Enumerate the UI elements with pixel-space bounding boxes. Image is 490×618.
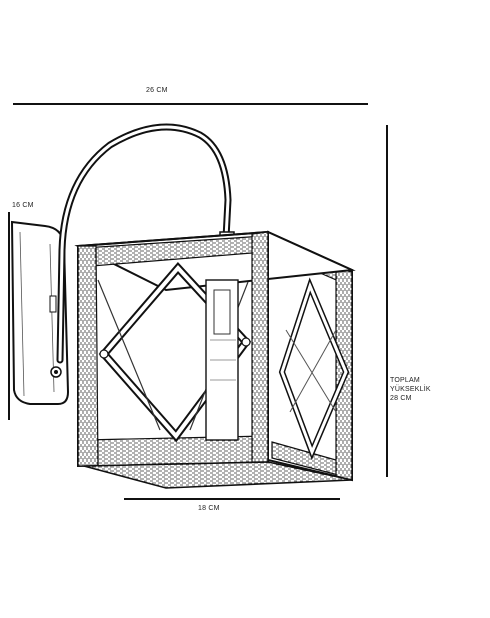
wall-mount-plate [10,220,70,405]
lantern-cage [74,230,356,489]
depth-dimension-line [8,212,10,420]
height-dimension-label-line1: TOPLAM [390,377,420,384]
width-dimension-line [13,103,368,105]
height-dimension-label-line2: YÜKSEKLİK [390,386,431,393]
height-dimension-label-line3: 28 CM [390,395,412,402]
depth-dimension-label: 16 CM [12,202,34,209]
base-dimension-label: 18 CM [198,505,220,512]
height-dimension-line [386,125,388,477]
base-dimension-line [124,498,340,500]
width-dimension-label: 26 CM [146,87,168,94]
